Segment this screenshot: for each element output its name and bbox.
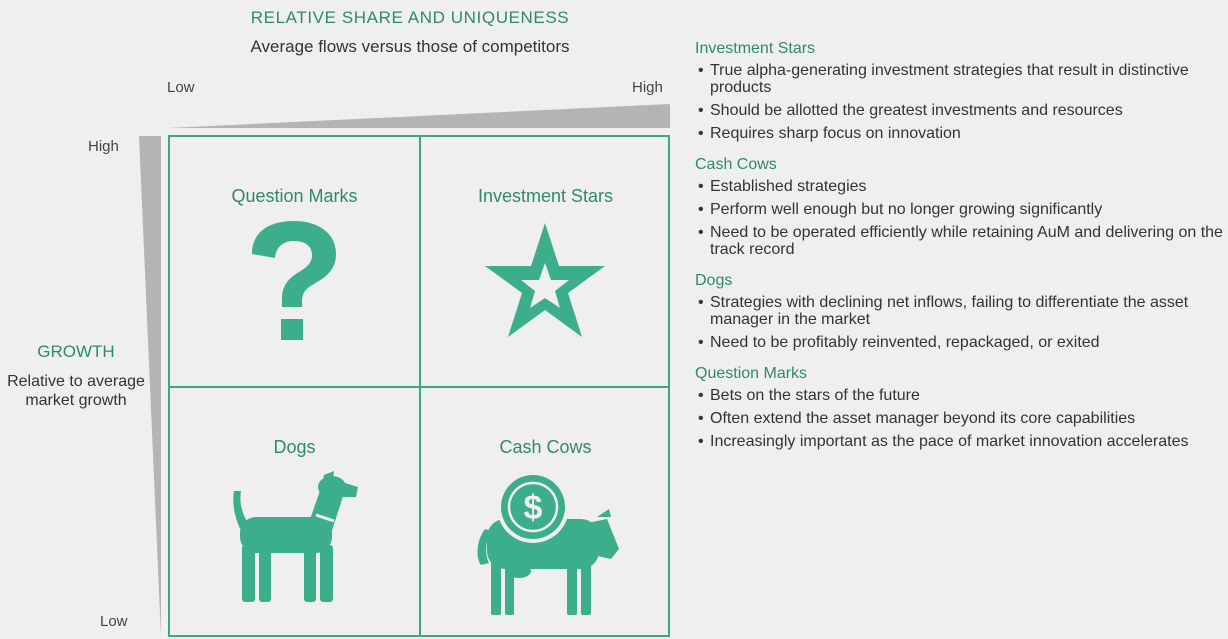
legend-item: True alpha-generating investment strateg…	[695, 62, 1225, 96]
y-axis-title: GROWTH	[37, 342, 115, 361]
growth-share-matrix: Question Marks Investment Stars Dogs	[168, 135, 670, 637]
legend-item: Perform well enough but no longer growin…	[695, 201, 1225, 218]
x-axis-subtitle: Average flows versus those of competitor…	[250, 37, 570, 56]
legend-item: Bets on the stars of the future	[695, 387, 1225, 404]
quadrant-label-investment-stars: Investment Stars	[477, 186, 614, 206]
legend-section-question-marks: Question Marks Bets on the stars of the …	[695, 365, 1225, 450]
legend: Investment Stars True alpha-generating i…	[695, 40, 1225, 464]
legend-item: Should be allotted the greatest investme…	[695, 102, 1225, 119]
legend-item: Increasingly important as the pace of ma…	[695, 433, 1225, 450]
x-axis-high-label: High	[632, 79, 663, 96]
y-axis-subtitle: Relative to average market growth	[7, 373, 145, 409]
horizontal-divider	[170, 386, 668, 388]
legend-section-dogs: Dogs Strategies with declining net inflo…	[695, 272, 1225, 351]
legend-heading: Cash Cows	[695, 156, 777, 173]
legend-heading: Question Marks	[695, 365, 808, 382]
legend-item: Often extend the asset manager beyond it…	[695, 410, 1225, 427]
legend-item: Need to be operated efficiently while re…	[695, 224, 1225, 258]
legend-item: Strategies with declining net inflows, f…	[695, 294, 1225, 328]
legend-list: Strategies with declining net inflows, f…	[695, 294, 1225, 351]
legend-item: Established strategies	[695, 178, 1225, 195]
legend-item: Need to be profitably reinvented, repack…	[695, 334, 1225, 351]
cow-dollar-icon: $	[477, 471, 619, 615]
quadrant-label-cash-cows: Cash Cows	[499, 437, 592, 457]
quadrant-label-question-marks: Question Marks	[231, 186, 358, 206]
x-axis-title: RELATIVE SHARE AND UNIQUENESS	[250, 8, 570, 27]
legend-section-investment-stars: Investment Stars True alpha-generating i…	[695, 40, 1225, 142]
svg-text:$: $	[524, 489, 543, 527]
x-axis-low-label: Low	[167, 79, 195, 96]
legend-list: Bets on the stars of the future Often ex…	[695, 387, 1225, 450]
legend-heading: Dogs	[695, 272, 733, 289]
legend-list: True alpha-generating investment strateg…	[695, 62, 1225, 142]
legend-list: Established strategies Perform well enou…	[695, 178, 1225, 258]
question-mark-icon	[252, 221, 336, 340]
dog-icon	[233, 471, 358, 602]
legend-section-cash-cows: Cash Cows Established strategies Perform…	[695, 156, 1225, 258]
legend-item: Requires sharp focus on innovation	[695, 125, 1225, 142]
star-icon	[485, 223, 605, 337]
quadrant-label-dogs: Dogs	[273, 437, 316, 457]
legend-heading: Investment Stars	[695, 40, 816, 57]
y-axis-high-label: High	[88, 138, 119, 155]
y-axis-low-label: Low	[100, 613, 128, 630]
